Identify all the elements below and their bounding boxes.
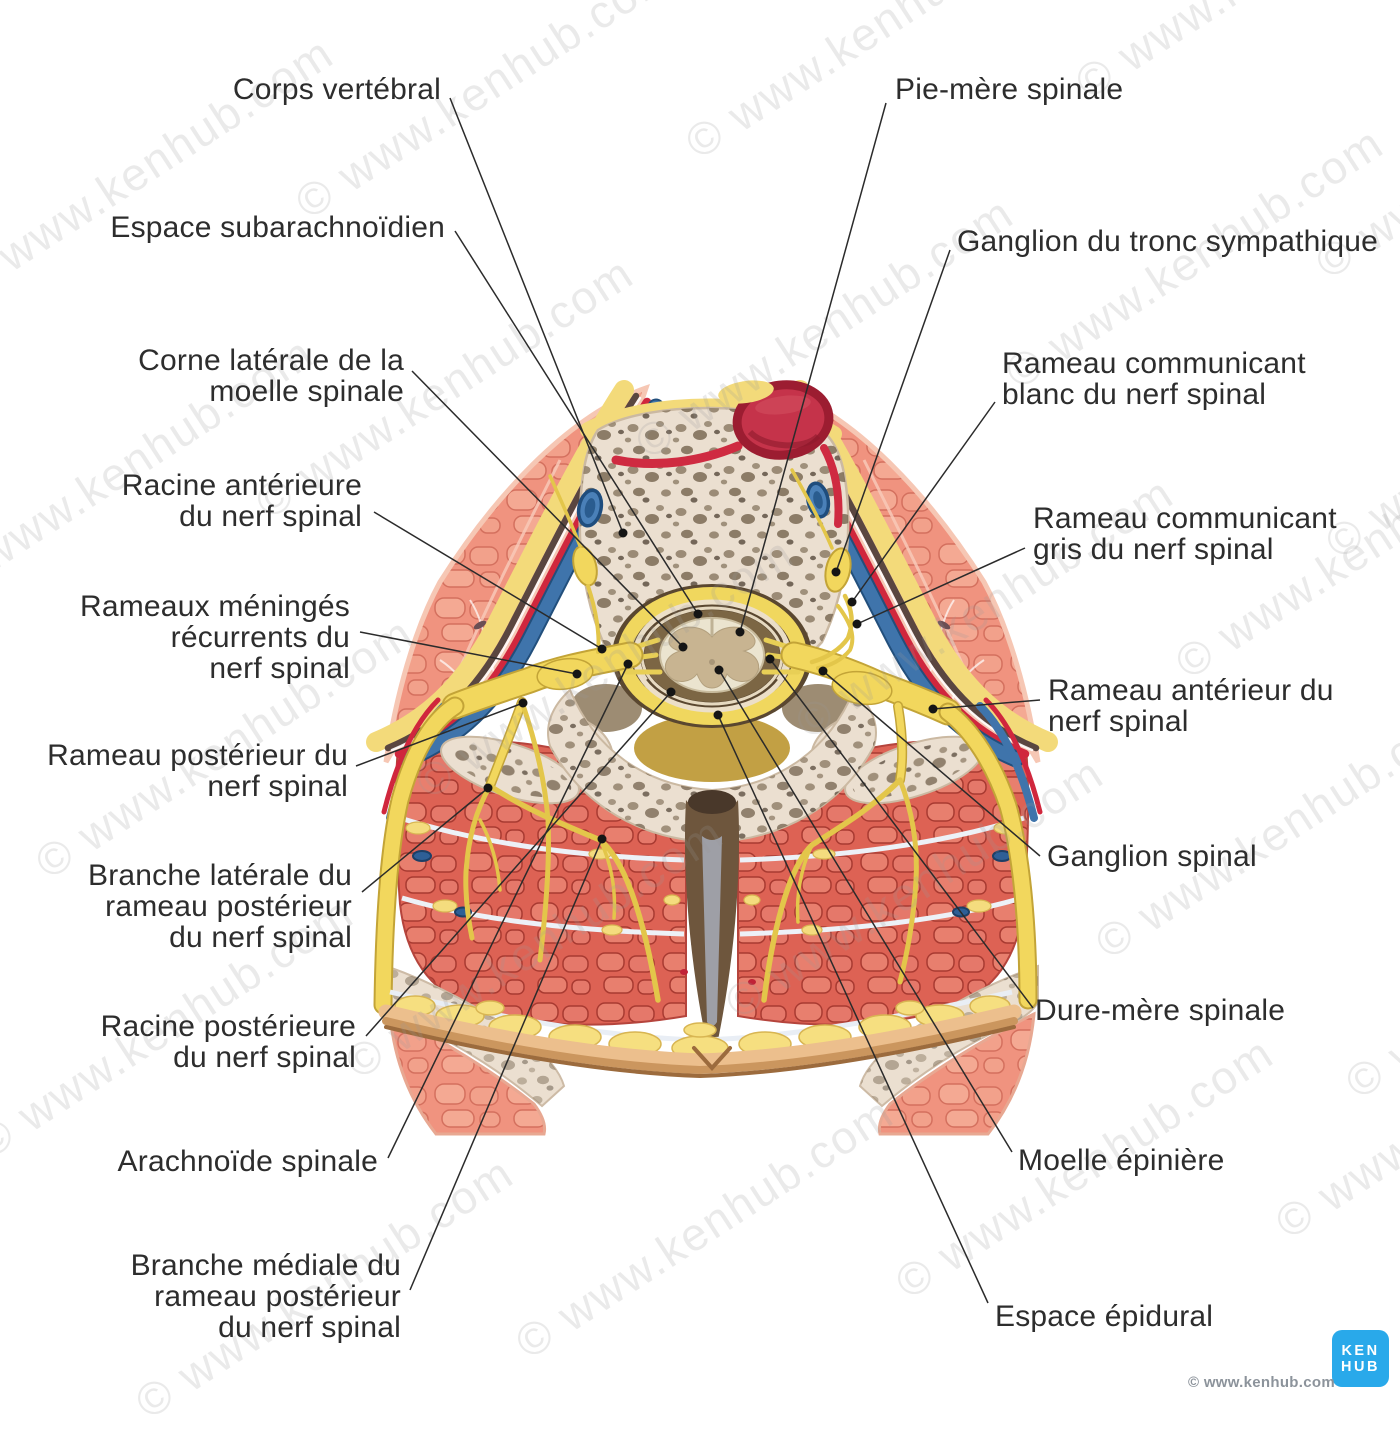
leader-line-espace-subarachnoidien [454,230,699,615]
leader-line-ganglion-tronc-sympathique [835,249,951,573]
label-corps-vertebral: Corps vertébral [232,73,441,106]
label-racine-posterieure: Racine postérieure du nerf spinal [100,1010,356,1074]
label-racine-anterieure: Racine antérieure du nerf spinal [121,469,362,533]
label-ganglion-spinal: Ganglion spinal [1047,840,1257,873]
aorta-vessel [718,380,834,460]
ligamentum-flavum [634,714,790,782]
leader-line-arachnoide [387,663,629,1159]
leader-line-branche-mediale [409,838,603,1291]
label-rameau-posterieur: Rameau postérieur du nerf spinal [47,739,348,803]
leader-line-branche-laterale [361,787,489,893]
label-rameaux-meninges: Rameaux méningés récurrents du nerf spin… [79,590,350,685]
subcutaneous-fat-and-skin [378,989,1022,1079]
leader-line-espace-epidural [717,714,989,1304]
label-arachnoide: Arachnoïde spinale [117,1145,378,1178]
label-dure-mere: Dure-mère spinale [1035,994,1286,1027]
kenhub-logo[interactable]: KEN HUB [1332,1330,1389,1387]
label-pie-mere: Pie-mère spinale [895,73,1124,106]
vertebral-body [578,398,850,662]
label-espace-subarachnoidien: Espace subarachnoïdien [110,211,445,244]
label-branche-mediale: Branche médiale du rameau postérieur du … [130,1249,401,1344]
vertebral-arch [440,688,984,844]
label-rameau-communicant-gris: Rameau communicant gris du nerf spinal [1033,502,1337,566]
copyright-credit: © www.kenhub.com [1188,1374,1335,1391]
leader-line-dure-mere [769,658,1034,1009]
leader-line-rameau-posterieur [355,702,524,767]
leader-line-pie-mere [739,102,887,633]
leader-line-rameau-communicant-blanc [851,401,996,603]
epidural-shadow-right [782,684,854,732]
white-ramus-communicans [809,593,854,665]
gray-matter-butterfly [665,626,759,689]
leader-line-moelle-epiniere [718,669,1013,1153]
leader-line-corps-vertebral [449,97,624,534]
spinal-cord-cross-section-illustration [366,380,1058,1136]
label-rameau-anterieur: Rameau antérieur du nerf spinal [1048,674,1334,738]
gray-ramus-communicans [816,604,855,670]
kenhub-logo-line2: HUB [1341,1358,1380,1375]
spinal-ganglion [831,670,893,706]
leader-lines [355,97,1041,1304]
leader-line-racine-posterieure [365,691,672,1037]
leader-line-rameaux-meninges [359,631,578,675]
leader-line-rameau-anterieur [932,699,1041,710]
label-rameau-communicant-blanc: Rameau communicant blanc du nerf spinal [1002,347,1306,411]
kenhub-logo-line1: KEN [1341,1342,1380,1359]
label-ganglion-tronc-sympathique: Ganglion du tronc sympathique [957,225,1379,258]
spinous-ligament [684,790,740,1049]
leader-line-ganglion-spinal [822,670,1041,857]
central-canal [709,659,715,665]
leader-line-corne-laterale [411,370,684,648]
leader-line-rameau-communicant-gris [856,547,1026,625]
label-espace-epidural: Espace épidural [995,1300,1214,1333]
spinal-nerves [373,468,1038,1015]
leader-line-racine-anterieure [373,511,603,650]
label-corne-laterale: Corne latérale de la moelle spinale [138,344,404,408]
label-moelle-epiniere: Moelle épinière [1018,1144,1225,1177]
label-branche-laterale: Branche latérale du rameau postérieur du… [88,859,352,954]
corner-muscles [388,1011,1036,1136]
